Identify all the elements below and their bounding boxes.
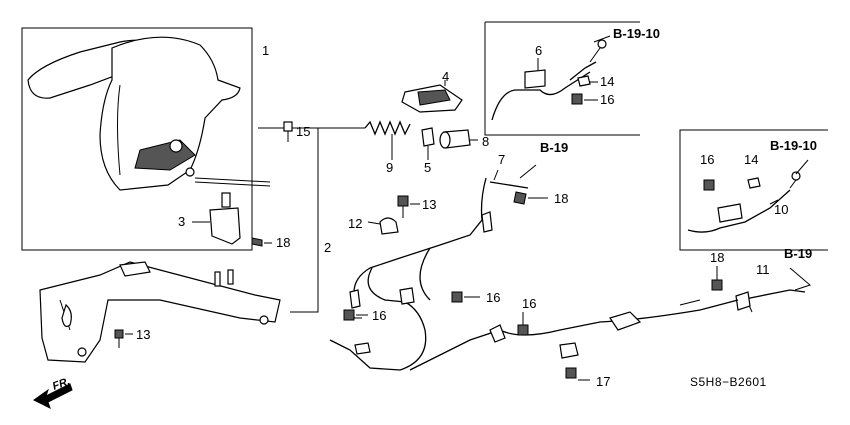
left-rear-cable — [329, 247, 431, 371]
label-15: 15 — [296, 124, 310, 139]
part-18-bolt-right — [711, 266, 723, 291]
bracket-line-2 — [258, 127, 319, 313]
label-6: 6 — [535, 43, 542, 58]
part-6-cable-end — [491, 39, 607, 121]
part-14-clip-right — [747, 177, 761, 189]
part-10-cable-end — [687, 171, 801, 233]
part-7-cable — [353, 169, 529, 301]
label-13-upper: 13 — [422, 197, 436, 212]
diagram-code: S5H8−B2601 — [690, 375, 767, 389]
part-13-bolt-upper — [397, 195, 420, 218]
label-14-top: 14 — [600, 74, 614, 89]
part-13-bolt-lower — [114, 329, 133, 348]
part-16-bolt-top — [571, 93, 598, 105]
label-3: 3 — [178, 214, 185, 229]
ref-b1910-top: B-19-10 — [613, 26, 660, 41]
label-16-d: 17 — [596, 374, 610, 389]
ref-b19-mid: B-19 — [540, 140, 568, 155]
ref-b1910-right: B-19-10 — [770, 138, 817, 153]
label-18-mid: 18 — [554, 191, 568, 206]
top-right-inset-frame — [484, 21, 640, 136]
part-16-bolt-c — [517, 312, 529, 336]
label-16-right-inset: 16 — [700, 152, 714, 167]
part-14-clip-top — [577, 75, 598, 87]
front-label: FR. — [51, 375, 72, 392]
label-1: 1 — [262, 43, 269, 58]
label-8: 8 — [482, 134, 489, 149]
part-16-bolt-a — [451, 291, 480, 303]
part-15-bolt — [283, 121, 302, 142]
brake-lever-assembly — [27, 36, 271, 191]
label-16-a: 16 — [486, 290, 500, 305]
label-7: 7 — [498, 152, 505, 167]
part-18-bolt-mid — [513, 191, 548, 205]
label-10: 10 — [774, 202, 788, 217]
label-14-right: 14 — [744, 152, 758, 167]
main-assembly-frame — [21, 27, 253, 251]
part-3-bracket — [192, 192, 241, 245]
part-5-nut — [421, 127, 435, 160]
base-bracket — [39, 261, 281, 363]
label-17: 18 — [276, 235, 290, 250]
label-18-right: 18 — [710, 250, 724, 265]
label-13-lower: 13 — [136, 327, 150, 342]
label-12: 12 — [348, 216, 362, 231]
label-9: 9 — [386, 160, 393, 175]
label-16-b: 16 — [372, 308, 386, 323]
right-inset-frame — [679, 129, 828, 251]
part-16-bolt-right-inset — [703, 179, 715, 191]
part-8-adjuster — [439, 129, 478, 149]
front-arrow-icon — [33, 383, 73, 409]
part-4-equalizer — [401, 80, 463, 113]
label-11: 11 — [756, 262, 770, 277]
part-16-bolt-b — [343, 309, 368, 321]
part-17-bolt — [251, 237, 272, 247]
part-16-bolt-d — [565, 367, 590, 381]
ref-b19-right: B-19 — [784, 246, 812, 261]
label-4: 4 — [442, 69, 449, 84]
part-11-cable — [409, 289, 806, 371]
label-16-top: 16 — [600, 92, 614, 107]
label-2: 2 — [324, 240, 331, 255]
label-5: 5 — [424, 160, 431, 175]
part-12-clip — [367, 217, 399, 235]
label-16-c: 16 — [522, 296, 536, 311]
part-9-spring — [318, 120, 411, 160]
